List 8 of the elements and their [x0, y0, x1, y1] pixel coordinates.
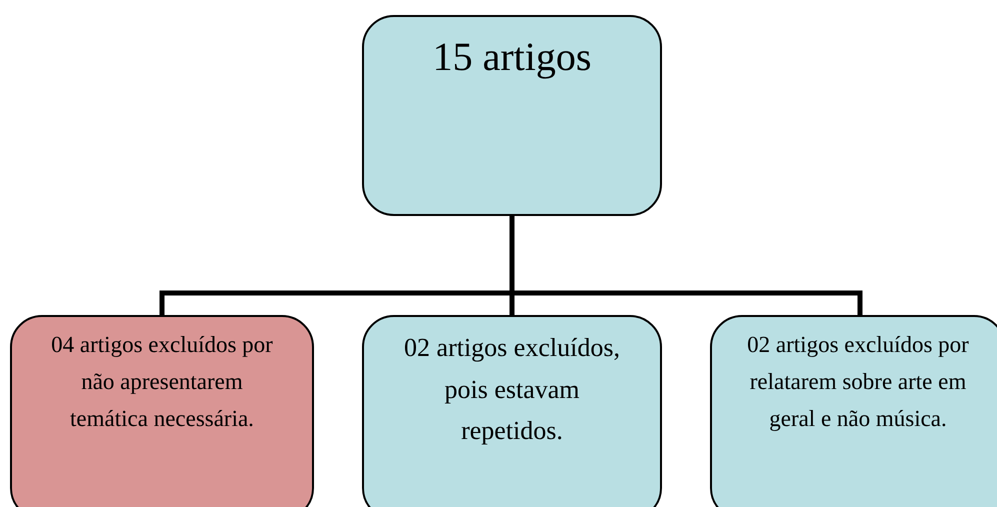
process-box	[710, 315, 997, 507]
box-text: 02 artigos excluídos, pois estavam repetidos.	[403, 332, 621, 448]
box-text: 15 artigos	[432, 35, 592, 79]
root-box	[362, 15, 662, 216]
process-box	[362, 315, 662, 507]
box-text: 04 artigos excluídos por não apresentarem temática necessária.	[50, 331, 274, 433]
box-text: 02 artigos excluídos por relatarem sobre arte em geral e não música.	[746, 331, 970, 433]
process-box	[10, 315, 314, 507]
